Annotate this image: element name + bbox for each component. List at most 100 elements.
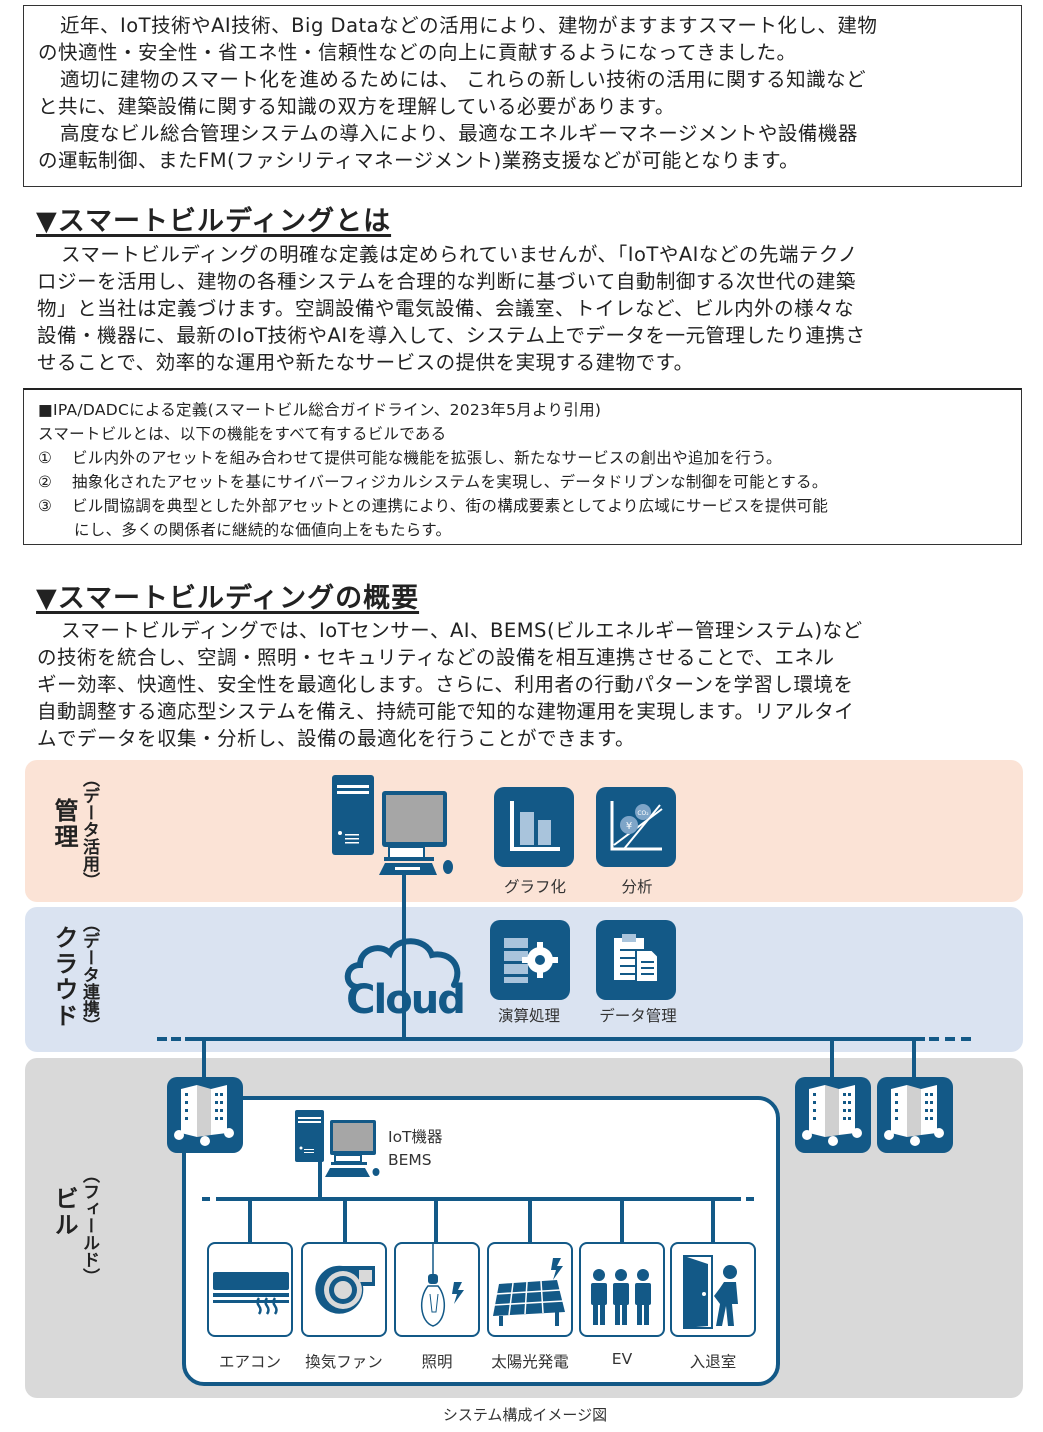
graph-tile xyxy=(494,787,574,867)
building-panel xyxy=(182,1096,780,1386)
device-caption: エアコン xyxy=(218,1353,281,1371)
cloud-band-sublabel: （データ連携） xyxy=(79,915,99,1034)
processing-gear-icon xyxy=(504,938,558,983)
section1-line: ロジーを活用し、建物の各種システムを合理的な判断に基づいて自動制御する次世代の建… xyxy=(37,270,856,293)
section2-line: ムでデータを収集・分析し、設備の最適化を行うことができます。 xyxy=(37,727,636,750)
diagram-caption: システム構成イメージ図 xyxy=(442,1406,608,1424)
air-conditioner-icon xyxy=(213,1272,289,1315)
building-icon xyxy=(884,1085,944,1146)
cloud-icon: Cloud xyxy=(340,935,470,1020)
cloud-band-label: クラウド xyxy=(50,925,78,1029)
svg-text:¥: ¥ xyxy=(626,821,632,832)
intro-line: 高度なビル総合管理システムの導入により、最適なエネルギーマネージメントや設備機器 xyxy=(60,122,858,145)
section1-line: せることで、効率的な運用や新たなサービスの提供を実現する建物です。 xyxy=(37,351,694,374)
intro-line: の快適性・安全性・省エネ性・信頼性などの向上に貢献するようになってきました。 xyxy=(38,41,797,64)
device-entry-exit xyxy=(670,1242,756,1337)
item-number: ③ xyxy=(38,497,53,515)
item-number: ① xyxy=(38,449,53,467)
intro-line: 近年、IoT技術やAI技術、Big Dataなどの活用により、建物がますますスマ… xyxy=(60,14,878,37)
definition-title: ■IPA/DADCによる定義(スマートビル総合ガイドライン、2023年5月より引… xyxy=(38,401,602,419)
connector-line xyxy=(248,1199,252,1243)
connector-line xyxy=(528,1199,532,1243)
section2-line: ギー効率、快適性、安全性を最適化します。さらに、利用者の行動パターンを学習し環境… xyxy=(37,673,854,696)
iot-label: IoT機器 xyxy=(388,1128,443,1146)
definition-box: ■IPA/DADCによる定義(スマートビル総合ガイドライン、2023年5月より引… xyxy=(23,388,1022,545)
section2-body: スマートビルディングでは、IoTセンサー、AI、BEMS(ビルエネルギー管理シス… xyxy=(37,617,863,752)
door-entry-icon xyxy=(683,1255,738,1329)
intro-line: 適切に建物のスマート化を進めるためには、 これらの新しい技術の活用に関する知識な… xyxy=(60,68,867,91)
section1-line: 物」と当社は定義づけます。空調設備や電気設備、会議室、トイレなど、ビル内外の様々… xyxy=(37,297,855,320)
solar-panel-icon xyxy=(493,1258,565,1326)
device-ventilation-fan xyxy=(301,1242,387,1337)
svg-text:CO₂: CO₂ xyxy=(637,810,649,817)
cloud-network-bus xyxy=(157,1037,982,1041)
item-text: ビル間協調を典型とした外部アセットとの連携により、街の構成要素としてより広域にサ… xyxy=(72,497,829,515)
item-text: 抽象化されたアセットを基にサイバーフィジカルシステムを実現し、データドリブンな制… xyxy=(72,473,828,491)
section1-body: スマートビルディングの明確な定義は定められていませんが、「IoTやAIなどの先端… xyxy=(37,241,865,376)
item-text: ビル内外のアセットを組み合わせて提供可能な機能を拡張し、新たなサービスの創出や追… xyxy=(72,449,782,467)
management-band-label: 管理 xyxy=(50,798,78,850)
connector-line xyxy=(202,1040,206,1080)
device-caption: 入退室 xyxy=(689,1353,737,1371)
device-air-conditioner xyxy=(207,1242,293,1337)
definition-item-continuation: にし、多くの関係者に継続的な価値向上をもたらす。 xyxy=(74,521,452,539)
connector-line xyxy=(434,1199,438,1243)
connector-line xyxy=(912,1040,916,1080)
section-heading-smart-building-overview: ▼スマートビルディングの概要 xyxy=(36,583,420,614)
bems-label: BEMS xyxy=(388,1151,432,1169)
section2-line: 自動調整する適応型システムを備え、持続可能で知的な建物運用を実現します。リアルタ… xyxy=(37,700,855,723)
definition-lead: スマートビルとは、以下の機能をすべて有するビルである xyxy=(38,425,447,443)
data-management-tile xyxy=(596,920,676,1000)
connector-line xyxy=(402,875,406,1040)
building-icon xyxy=(174,1085,234,1146)
building-tile xyxy=(167,1077,243,1153)
graph-tile-caption: グラフ化 xyxy=(503,878,566,896)
device-caption: 太陽光発電 xyxy=(491,1353,569,1371)
connector-line xyxy=(343,1199,347,1243)
connector-line xyxy=(318,1160,322,1198)
device-caption: 照明 xyxy=(421,1353,453,1371)
item-number: ② xyxy=(38,473,53,491)
section2-line: の技術を統合し、空調・照明・セキュリティなどの設備を相互連携させることで、エネル xyxy=(37,646,835,669)
definition-item: ② 抽象化されたアセットを基にサイバーフィジカルシステムを実現し、データドリブンな… xyxy=(38,470,1021,494)
processing-tile-caption: 演算処理 xyxy=(497,1007,560,1025)
svg-text:Cloud: Cloud xyxy=(346,977,464,1020)
device-elevator xyxy=(579,1242,665,1337)
section2-line: スマートビルディングでは、IoTセンサー、AI、BEMS(ビルエネルギー管理シス… xyxy=(61,619,863,642)
connector-line xyxy=(620,1199,624,1243)
section-heading-smart-building-definition: ▼スマートビルディングとは xyxy=(36,206,392,237)
light-bulb-icon xyxy=(421,1244,464,1327)
connector-line xyxy=(711,1199,715,1243)
building-tile xyxy=(795,1077,871,1153)
device-solar-power xyxy=(487,1242,573,1337)
bar-chart-icon xyxy=(510,801,560,851)
intro-box: 近年、IoT技術やAI技術、Big Dataなどの活用により、建物がますますスマ… xyxy=(23,5,1022,187)
analysis-tile: ¥ CO₂ xyxy=(596,787,676,867)
management-band-sublabel: （データ活用） xyxy=(79,770,99,889)
definition-item: ③ ビル間協調を典型とした外部アセットとの連携により、街の構成要素としてより広域に… xyxy=(38,494,1021,518)
iot-device-label: IoT機器 BEMS xyxy=(388,1126,443,1172)
ventilation-fan-icon xyxy=(315,1265,375,1314)
device-caption: 換気ファン xyxy=(305,1353,383,1371)
field-network-bus xyxy=(202,1197,758,1201)
processing-tile xyxy=(490,920,570,1000)
data-management-tile-caption: データ管理 xyxy=(599,1007,677,1025)
building-icon xyxy=(802,1085,862,1146)
management-computer-icon xyxy=(332,775,462,880)
bems-computer-icon xyxy=(295,1110,385,1180)
section1-line: スマートビルディングの明確な定義は定められていませんが、「IoTやAIなどの先端… xyxy=(61,243,858,266)
device-caption: EV xyxy=(611,1350,633,1368)
building-tile xyxy=(877,1077,953,1153)
field-band-sublabel: （フィールド） xyxy=(79,1166,99,1285)
clipboard-document-icon xyxy=(614,934,659,983)
definition-item: ① ビル内外のアセットを組み合わせて提供可能な機能を拡張し、新たなサービスの創出や… xyxy=(38,446,1021,470)
analysis-chart-icon: ¥ CO₂ xyxy=(610,801,663,851)
device-lighting xyxy=(394,1242,480,1337)
connector-line xyxy=(830,1040,834,1080)
section1-line: 設備・機器に、最新のIoT技術やAIを導入して、システム上でデータを一元管理した… xyxy=(37,324,866,347)
analysis-tile-caption: 分析 xyxy=(621,878,653,896)
intro-line: と共に、建築設備に関する知識の双方を理解している必要があります。 xyxy=(38,95,675,118)
elevator-people-icon xyxy=(591,1269,651,1325)
intro-line: の運転制御、またFM(ファシリティマネージメント)業務支援などが可能となります。 xyxy=(38,149,800,172)
field-band-label: ビル xyxy=(50,1186,78,1238)
